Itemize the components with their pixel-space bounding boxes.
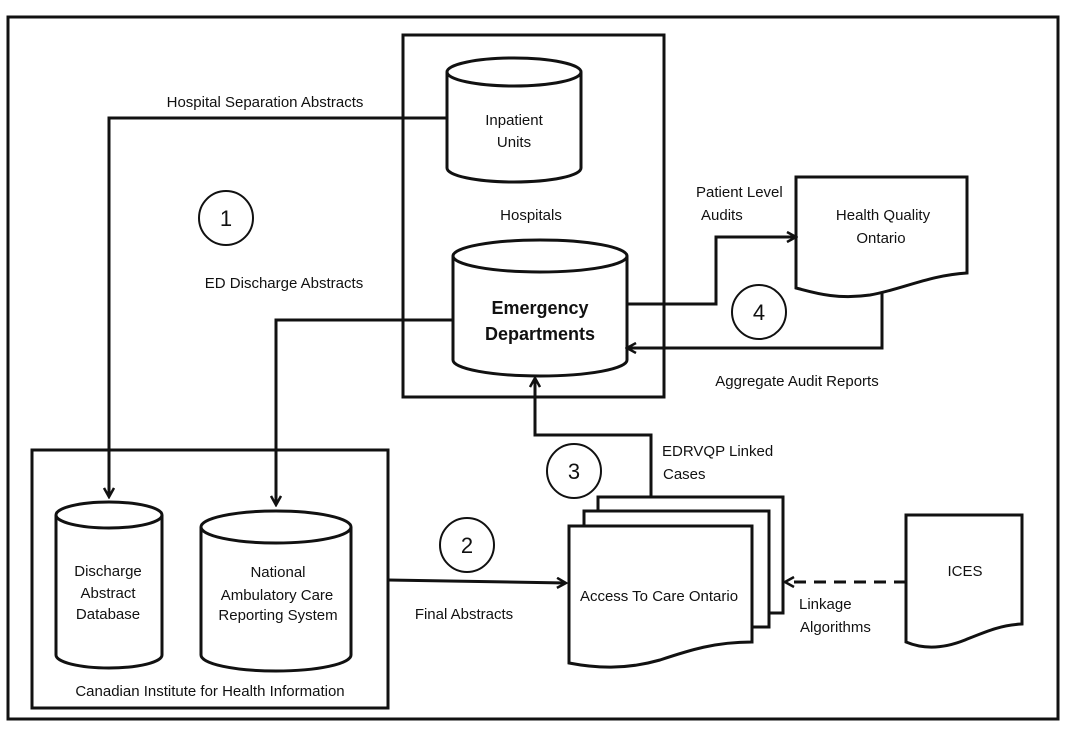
edge-label-final-abstracts: Final Abstracts	[415, 606, 513, 623]
step-4-badge: 4	[731, 284, 787, 340]
cihi-label: Canadian Institute for Health Informatio…	[75, 683, 344, 700]
svg-text:Inpatient: Inpatient	[485, 112, 543, 129]
edge-ed-discharge	[276, 318, 452, 505]
svg-text:1: 1	[220, 206, 232, 231]
node-access-to-care-ontario: Access To Care Ontario	[567, 495, 785, 669]
edge-patient-level-audits	[627, 237, 796, 306]
edge-hospital-separation	[109, 116, 460, 497]
edge-label-patient-level-1: Audits	[701, 207, 743, 224]
svg-text:Departments: Departments	[485, 324, 595, 344]
edge-label-hospital-separation: Hospital Separation Abstracts	[167, 94, 364, 111]
svg-text:2: 2	[461, 533, 473, 558]
node-discharge-abstract-database: Discharge Abstract Database	[54, 500, 164, 670]
node-ices: ICES	[904, 513, 1024, 649]
cihi-group-box	[30, 448, 390, 710]
edge-label-edrvqp-0: EDRVQP Linked	[662, 443, 773, 460]
edge-label-aggregate: Aggregate Audit Reports	[715, 373, 878, 390]
node-inpatient-units: Inpatient Units	[445, 56, 583, 184]
svg-text:Emergency: Emergency	[491, 298, 588, 318]
edge-label-linkage-1: Algorithms	[800, 619, 871, 636]
edge-label-ed-discharge: ED Discharge Abstracts	[205, 275, 363, 292]
svg-text:Reporting System: Reporting System	[218, 607, 337, 624]
step-1-badge: 1	[198, 190, 254, 246]
svg-text:National: National	[250, 564, 305, 581]
node-health-quality-ontario: Health Quality Ontario	[794, 175, 969, 299]
svg-text:Discharge: Discharge	[74, 563, 142, 580]
svg-text:Database: Database	[76, 606, 140, 623]
svg-text:ICES: ICES	[947, 563, 982, 580]
svg-text:Access To Care Ontario: Access To Care Ontario	[580, 588, 738, 605]
edge-label-linkage-0: Linkage	[799, 596, 852, 613]
svg-text:Abstract: Abstract	[80, 585, 136, 602]
edge-aggregate-audit-reports	[627, 292, 884, 348]
edge-label-edrvqp-1: Cases	[663, 466, 706, 483]
svg-text:Health Quality: Health Quality	[836, 207, 931, 224]
svg-text:Ontario: Ontario	[856, 230, 905, 247]
step-2-badge: 2	[439, 517, 495, 573]
svg-text:3: 3	[568, 459, 580, 484]
node-nacrs: National Ambulatory Care Reporting Syste…	[199, 509, 353, 673]
outer-frame	[6, 15, 1060, 721]
hospitals-label: Hospitals	[500, 207, 562, 224]
svg-text:Ambulatory Care: Ambulatory Care	[221, 587, 334, 604]
edge-final-abstracts	[387, 580, 566, 583]
edge-label-patient-level-0: Patient Level	[696, 184, 783, 201]
svg-text:4: 4	[753, 300, 765, 325]
step-3-badge: 3	[546, 443, 602, 499]
edge-edrvqp-linked-cases	[535, 378, 653, 497]
node-emergency-departments: Emergency Departments	[451, 238, 629, 378]
svg-text:Units: Units	[497, 134, 531, 151]
